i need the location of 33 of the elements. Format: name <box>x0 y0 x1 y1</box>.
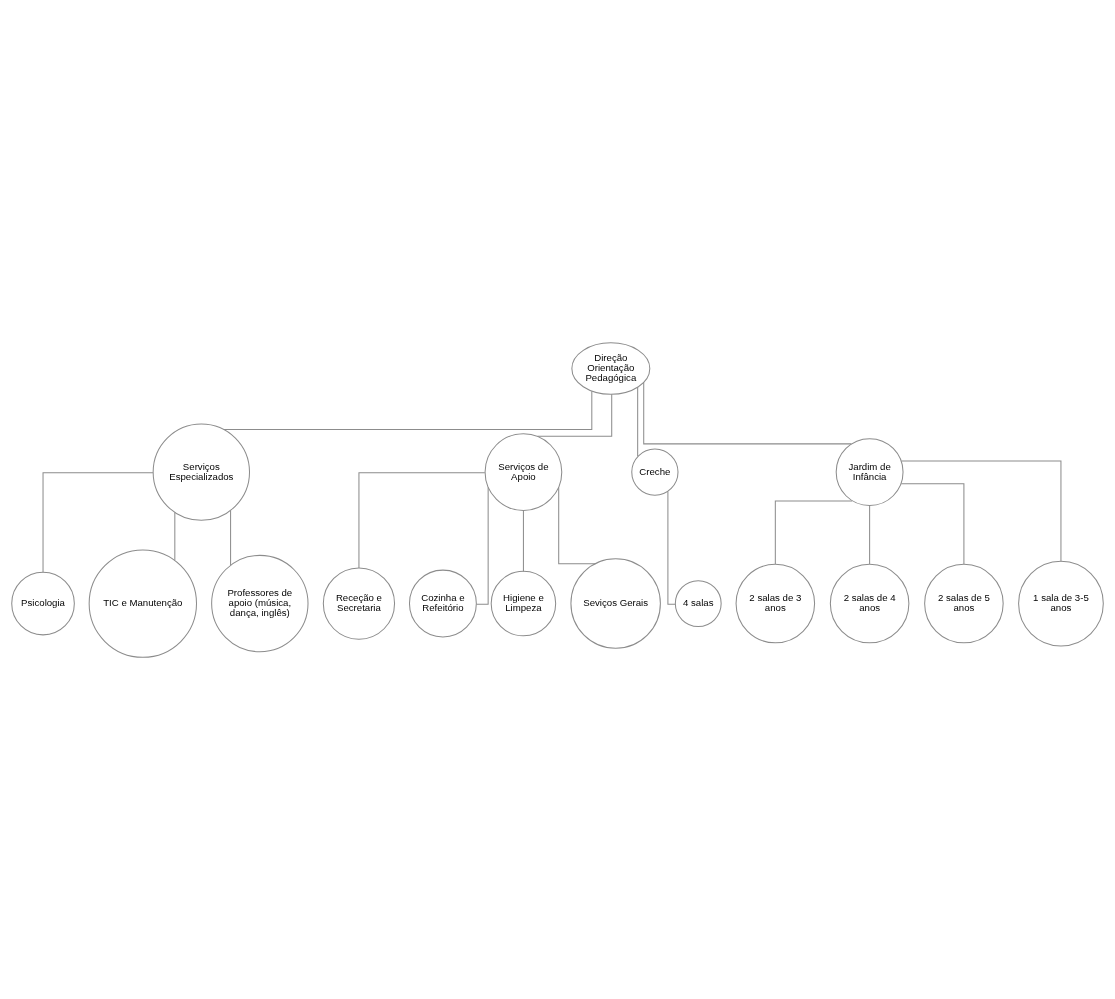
connector <box>558 486 596 564</box>
node-circle: 2 salas de 3 anos <box>735 563 816 643</box>
node-circle: 2 salas de 4 anos <box>829 563 910 643</box>
node-circle: TIC e Manutenção <box>88 548 197 658</box>
connector <box>774 500 853 564</box>
node-circle: Serviços Especializados <box>152 422 251 521</box>
node-circle: Serviços de Apoio <box>484 432 563 511</box>
node-circle: Cozinha e Refeitório <box>408 569 477 638</box>
connector <box>230 509 232 566</box>
node-circle: Psicologia <box>11 571 75 635</box>
node-circle: 4 salas <box>674 579 722 627</box>
node-circle: Jardim de Infância <box>835 437 904 506</box>
connector <box>667 490 676 605</box>
node-circle: Creche <box>631 447 679 496</box>
connector <box>869 504 871 564</box>
node-ellipse: Direção Orientação Pedagógica <box>571 341 651 395</box>
node-circle: 2 salas de 5 anos <box>924 563 1004 643</box>
node-circle: Receção e Secretaria <box>322 566 396 640</box>
connector <box>900 482 965 565</box>
connector <box>223 390 593 430</box>
connector <box>637 386 639 457</box>
connector <box>475 486 489 605</box>
connector <box>358 471 486 569</box>
connector <box>643 381 852 444</box>
connector <box>537 393 613 437</box>
node-circle: Professores de apoio (música, dança, inglês) <box>211 554 309 652</box>
node-circle: Higiene e Limpeza <box>490 570 557 636</box>
connector <box>174 511 176 561</box>
connector <box>42 471 154 573</box>
connector <box>522 509 524 572</box>
connector <box>900 460 1062 562</box>
node-circle: Seviços Gerais <box>570 557 661 649</box>
node-circle: 1 sala de 3-5 anos <box>1018 560 1104 646</box>
